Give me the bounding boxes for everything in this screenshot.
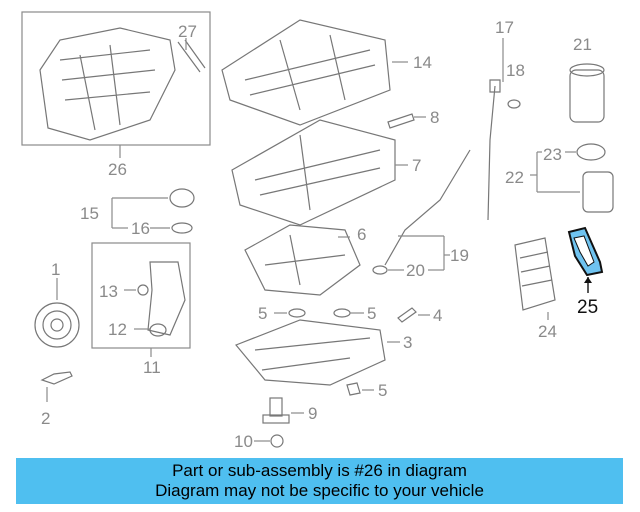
intake-manifold-part xyxy=(21,11,211,146)
callout-10: 9 xyxy=(308,404,317,423)
callout-13: 12 xyxy=(108,320,127,339)
callout-5-left: 5 xyxy=(258,304,267,323)
highlighted-gasket-part xyxy=(567,226,604,277)
callout-19: 18 xyxy=(506,61,525,80)
oil-filter-part xyxy=(569,63,605,123)
callout-27: 26 xyxy=(108,160,127,179)
callout-24: 23 xyxy=(543,145,562,164)
callout-9: 8 xyxy=(430,108,439,127)
oil-cooler-part xyxy=(514,237,556,311)
callout-25: 24 xyxy=(538,322,557,341)
oil-cap-part xyxy=(169,188,195,234)
dipstick-part xyxy=(487,79,521,221)
front-cover-part xyxy=(137,261,186,337)
oil-pan-part xyxy=(235,319,386,386)
callout-14: 13 xyxy=(99,282,118,301)
callout-6: 5 xyxy=(378,381,387,400)
callout-1: 1 xyxy=(51,260,60,279)
crankshaft-pulley-part xyxy=(34,302,80,348)
dipstick-tube-part xyxy=(372,149,471,275)
banner-line-1: Part or sub-assembly is #26 in diagram xyxy=(172,461,467,480)
filter-element-part xyxy=(576,143,614,213)
callout-23: 22 xyxy=(505,168,524,187)
cylinder-head-part xyxy=(231,119,396,226)
callout-16: 15 xyxy=(80,204,99,223)
oil-sensor-part xyxy=(262,397,290,424)
info-banner: Part or sub-assembly is #26 in diagram D… xyxy=(16,458,623,504)
callout-11: 10 xyxy=(234,432,253,451)
callout-3: 3 xyxy=(403,333,412,352)
callout-4: 4 xyxy=(433,306,442,325)
banner-line-2: Diagram may not be specific to your vehi… xyxy=(155,481,484,500)
parts-diagram: 27 26 14 8 7 15 16 6 17 18 xyxy=(21,11,614,451)
callout-28: 27 xyxy=(178,22,197,41)
callout-15: 14 xyxy=(413,53,432,72)
valve-cover-part xyxy=(221,19,391,126)
callout-21: 20 xyxy=(406,261,425,280)
timing-cover-part xyxy=(244,224,361,296)
callout-17: 16 xyxy=(131,219,150,238)
callout-20: 19 xyxy=(450,246,469,265)
callout-18: 17 xyxy=(495,18,514,37)
callout-5-right: 5 xyxy=(367,304,376,323)
callout-2: 2 xyxy=(41,409,50,428)
callout-8: 7 xyxy=(412,156,421,175)
callout-26: 25 xyxy=(577,297,598,318)
seal-rings-part xyxy=(288,308,351,318)
callout-22: 21 xyxy=(573,35,592,54)
callout-7: 6 xyxy=(357,225,366,244)
callout-12: 11 xyxy=(143,358,161,377)
